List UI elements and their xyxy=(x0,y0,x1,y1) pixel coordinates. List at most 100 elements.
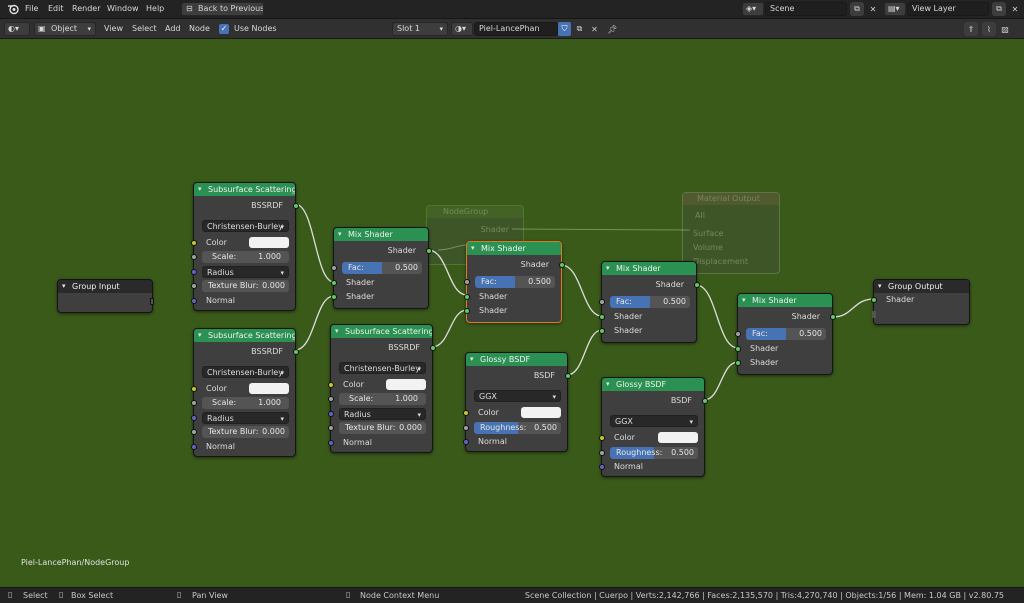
distribution-dropdown[interactable]: GGX▾ xyxy=(474,390,561,402)
radius-input-socket[interactable] xyxy=(191,269,197,275)
scale-field[interactable]: Scale:1.000 xyxy=(202,251,289,263)
texture-blur-field[interactable]: Texture Blur:0.000 xyxy=(339,422,426,434)
shader-input-socket-2[interactable] xyxy=(331,294,337,300)
back-to-previous-button[interactable]: ⊟ Back to Previous xyxy=(181,2,264,16)
roughness-input-socket[interactable] xyxy=(599,450,605,456)
backdrop-icon[interactable]: ▨ xyxy=(1001,24,1009,34)
menu-window[interactable]: Window xyxy=(107,4,139,13)
duplicate-material-icon[interactable]: ⧉ xyxy=(576,24,583,33)
blur-input-socket[interactable] xyxy=(328,425,334,431)
texture-blur-field[interactable]: Texture Blur:0.000 xyxy=(202,280,289,292)
fake-user-shield-icon[interactable]: ⛉ xyxy=(558,22,571,36)
roughness-slider[interactable]: Roughness:0.500 xyxy=(610,447,698,459)
editor-type-button[interactable]: ◐▾ xyxy=(4,22,30,36)
unlink-material-icon[interactable]: ✕ xyxy=(591,24,598,34)
glossy2-header[interactable]: Glossy BSDF xyxy=(602,378,704,391)
menu-select[interactable]: Select xyxy=(132,24,157,33)
delete-scene-icon[interactable]: ✕ xyxy=(869,4,877,14)
shader-input-socket-1[interactable] xyxy=(331,280,337,286)
fac-input-socket[interactable] xyxy=(735,331,741,337)
group-input-header[interactable]: Group Input xyxy=(58,280,152,293)
distribution-dropdown[interactable]: GGX▾ xyxy=(610,415,698,427)
roughness-slider[interactable]: Roughness:0.500 xyxy=(474,422,561,434)
menu-help[interactable]: Help xyxy=(146,4,165,13)
shader-type-dropdown[interactable]: ▣ Object ▾ xyxy=(34,22,96,36)
shader-input-socket-1[interactable] xyxy=(599,314,605,320)
group-output-header[interactable]: Group Output xyxy=(874,280,969,293)
menu-view[interactable]: View xyxy=(104,24,123,33)
bssrdf-output-socket[interactable] xyxy=(293,349,299,355)
shader-input-socket-1[interactable] xyxy=(464,294,470,300)
view-layer-browse-button[interactable]: ▤▾ xyxy=(884,2,906,16)
shader-input-socket-1[interactable] xyxy=(735,346,741,352)
shader-input-socket[interactable] xyxy=(871,297,877,303)
shader-input-socket-2[interactable] xyxy=(735,360,741,366)
blur-input-socket[interactable] xyxy=(191,283,197,289)
color-swatch[interactable] xyxy=(249,383,289,394)
snap-icon[interactable]: ⌇ xyxy=(982,22,996,36)
radius-dropdown[interactable]: Radius▾ xyxy=(202,266,289,278)
shader-output-socket[interactable] xyxy=(559,262,565,268)
scene-browse-button[interactable]: ◈▾ xyxy=(742,2,764,16)
mix4-header[interactable]: Mix Shader xyxy=(738,294,832,307)
sss3-header[interactable]: Subsurface Scattering xyxy=(331,325,432,338)
normal-input-socket[interactable] xyxy=(463,439,469,445)
roughness-input-socket[interactable] xyxy=(463,425,469,431)
scale-field[interactable]: Scale:1.000 xyxy=(202,397,289,409)
mix1-header[interactable]: Mix Shader xyxy=(334,228,428,241)
bssrdf-output-socket[interactable] xyxy=(293,203,299,209)
fac-slider[interactable]: Fac:0.500 xyxy=(342,262,422,274)
material-browse-button[interactable]: ◑▾ xyxy=(451,22,473,36)
menu-add[interactable]: Add xyxy=(165,24,181,33)
radius-input-socket[interactable] xyxy=(191,415,197,421)
radius-input-socket[interactable] xyxy=(328,411,334,417)
group-output-node[interactable]: Group Output Shader xyxy=(871,279,970,325)
mix-shader-node-1[interactable]: Mix Shader Shader Fac:0.500 Shader Shade… xyxy=(331,227,432,309)
node-canvas[interactable]: NodeGroup Shader Material Output All Sur… xyxy=(0,39,1024,587)
view-layer-field[interactable]: View Layer xyxy=(907,2,989,16)
scale-input-socket[interactable] xyxy=(191,254,197,260)
menu-node[interactable]: Node xyxy=(189,24,210,33)
glossy-bsdf-node-1[interactable]: Glossy BSDF BSDF GGX▾ Color Roughness:0.… xyxy=(463,352,571,452)
fac-slider[interactable]: Fac:0.500 xyxy=(475,276,555,288)
scale-field[interactable]: Scale:1.000 xyxy=(339,393,426,405)
normal-input-socket[interactable] xyxy=(599,464,605,470)
empty-input-socket[interactable] xyxy=(872,311,876,318)
subsurface-scattering-node-2[interactable]: Subsurface Scattering BSSRDF Christensen… xyxy=(191,328,299,457)
texture-blur-field[interactable]: Texture Blur:0.000 xyxy=(202,426,289,438)
color-input-socket[interactable] xyxy=(191,240,197,246)
shader-output-socket[interactable] xyxy=(830,314,836,320)
normal-input-socket[interactable] xyxy=(328,440,334,446)
scale-input-socket[interactable] xyxy=(328,396,334,402)
sss1-header[interactable]: Subsurface Scattering xyxy=(194,183,295,196)
glossy1-header[interactable]: Glossy BSDF xyxy=(466,353,567,366)
use-nodes-checkbox[interactable]: ✓ xyxy=(219,24,229,34)
new-scene-icon[interactable]: ⧉ xyxy=(850,2,864,16)
color-input-socket[interactable] xyxy=(328,382,334,388)
fac-slider[interactable]: Fac:0.500 xyxy=(610,296,690,308)
blender-logo-icon[interactable] xyxy=(6,2,20,16)
color-swatch[interactable] xyxy=(386,379,426,390)
empty-output-socket[interactable] xyxy=(150,298,154,305)
subsurface-scattering-node-3[interactable]: Subsurface Scattering BSSRDF Christensen… xyxy=(328,324,436,453)
normal-input-socket[interactable] xyxy=(191,444,197,450)
shader-input-socket-2[interactable] xyxy=(464,308,470,314)
falloff-method-dropdown[interactable]: Christensen-Burley▾ xyxy=(202,220,289,232)
pin-icon[interactable]: 📌︎ xyxy=(607,24,618,34)
fac-input-socket[interactable] xyxy=(331,265,337,271)
new-view-layer-icon[interactable]: ⧉ xyxy=(992,2,1006,16)
scene-field[interactable]: Scene xyxy=(765,2,847,16)
mix2-header[interactable]: Mix Shader xyxy=(467,242,561,255)
color-input-socket[interactable] xyxy=(599,435,605,441)
fac-input-socket[interactable] xyxy=(464,279,470,285)
radius-dropdown[interactable]: Radius▾ xyxy=(202,412,289,424)
shader-input-socket-2[interactable] xyxy=(599,328,605,334)
blur-input-socket[interactable] xyxy=(191,429,197,435)
bsdf-output-socket[interactable] xyxy=(565,373,571,379)
falloff-method-dropdown[interactable]: Christensen-Burley▾ xyxy=(339,362,426,374)
glossy-bsdf-node-2[interactable]: Glossy BSDF BSDF GGX▾ Color Roughness:0.… xyxy=(599,377,708,477)
color-swatch[interactable] xyxy=(249,237,289,248)
color-input-socket[interactable] xyxy=(191,386,197,392)
normal-input-socket[interactable] xyxy=(191,298,197,304)
shader-output-socket[interactable] xyxy=(694,282,700,288)
